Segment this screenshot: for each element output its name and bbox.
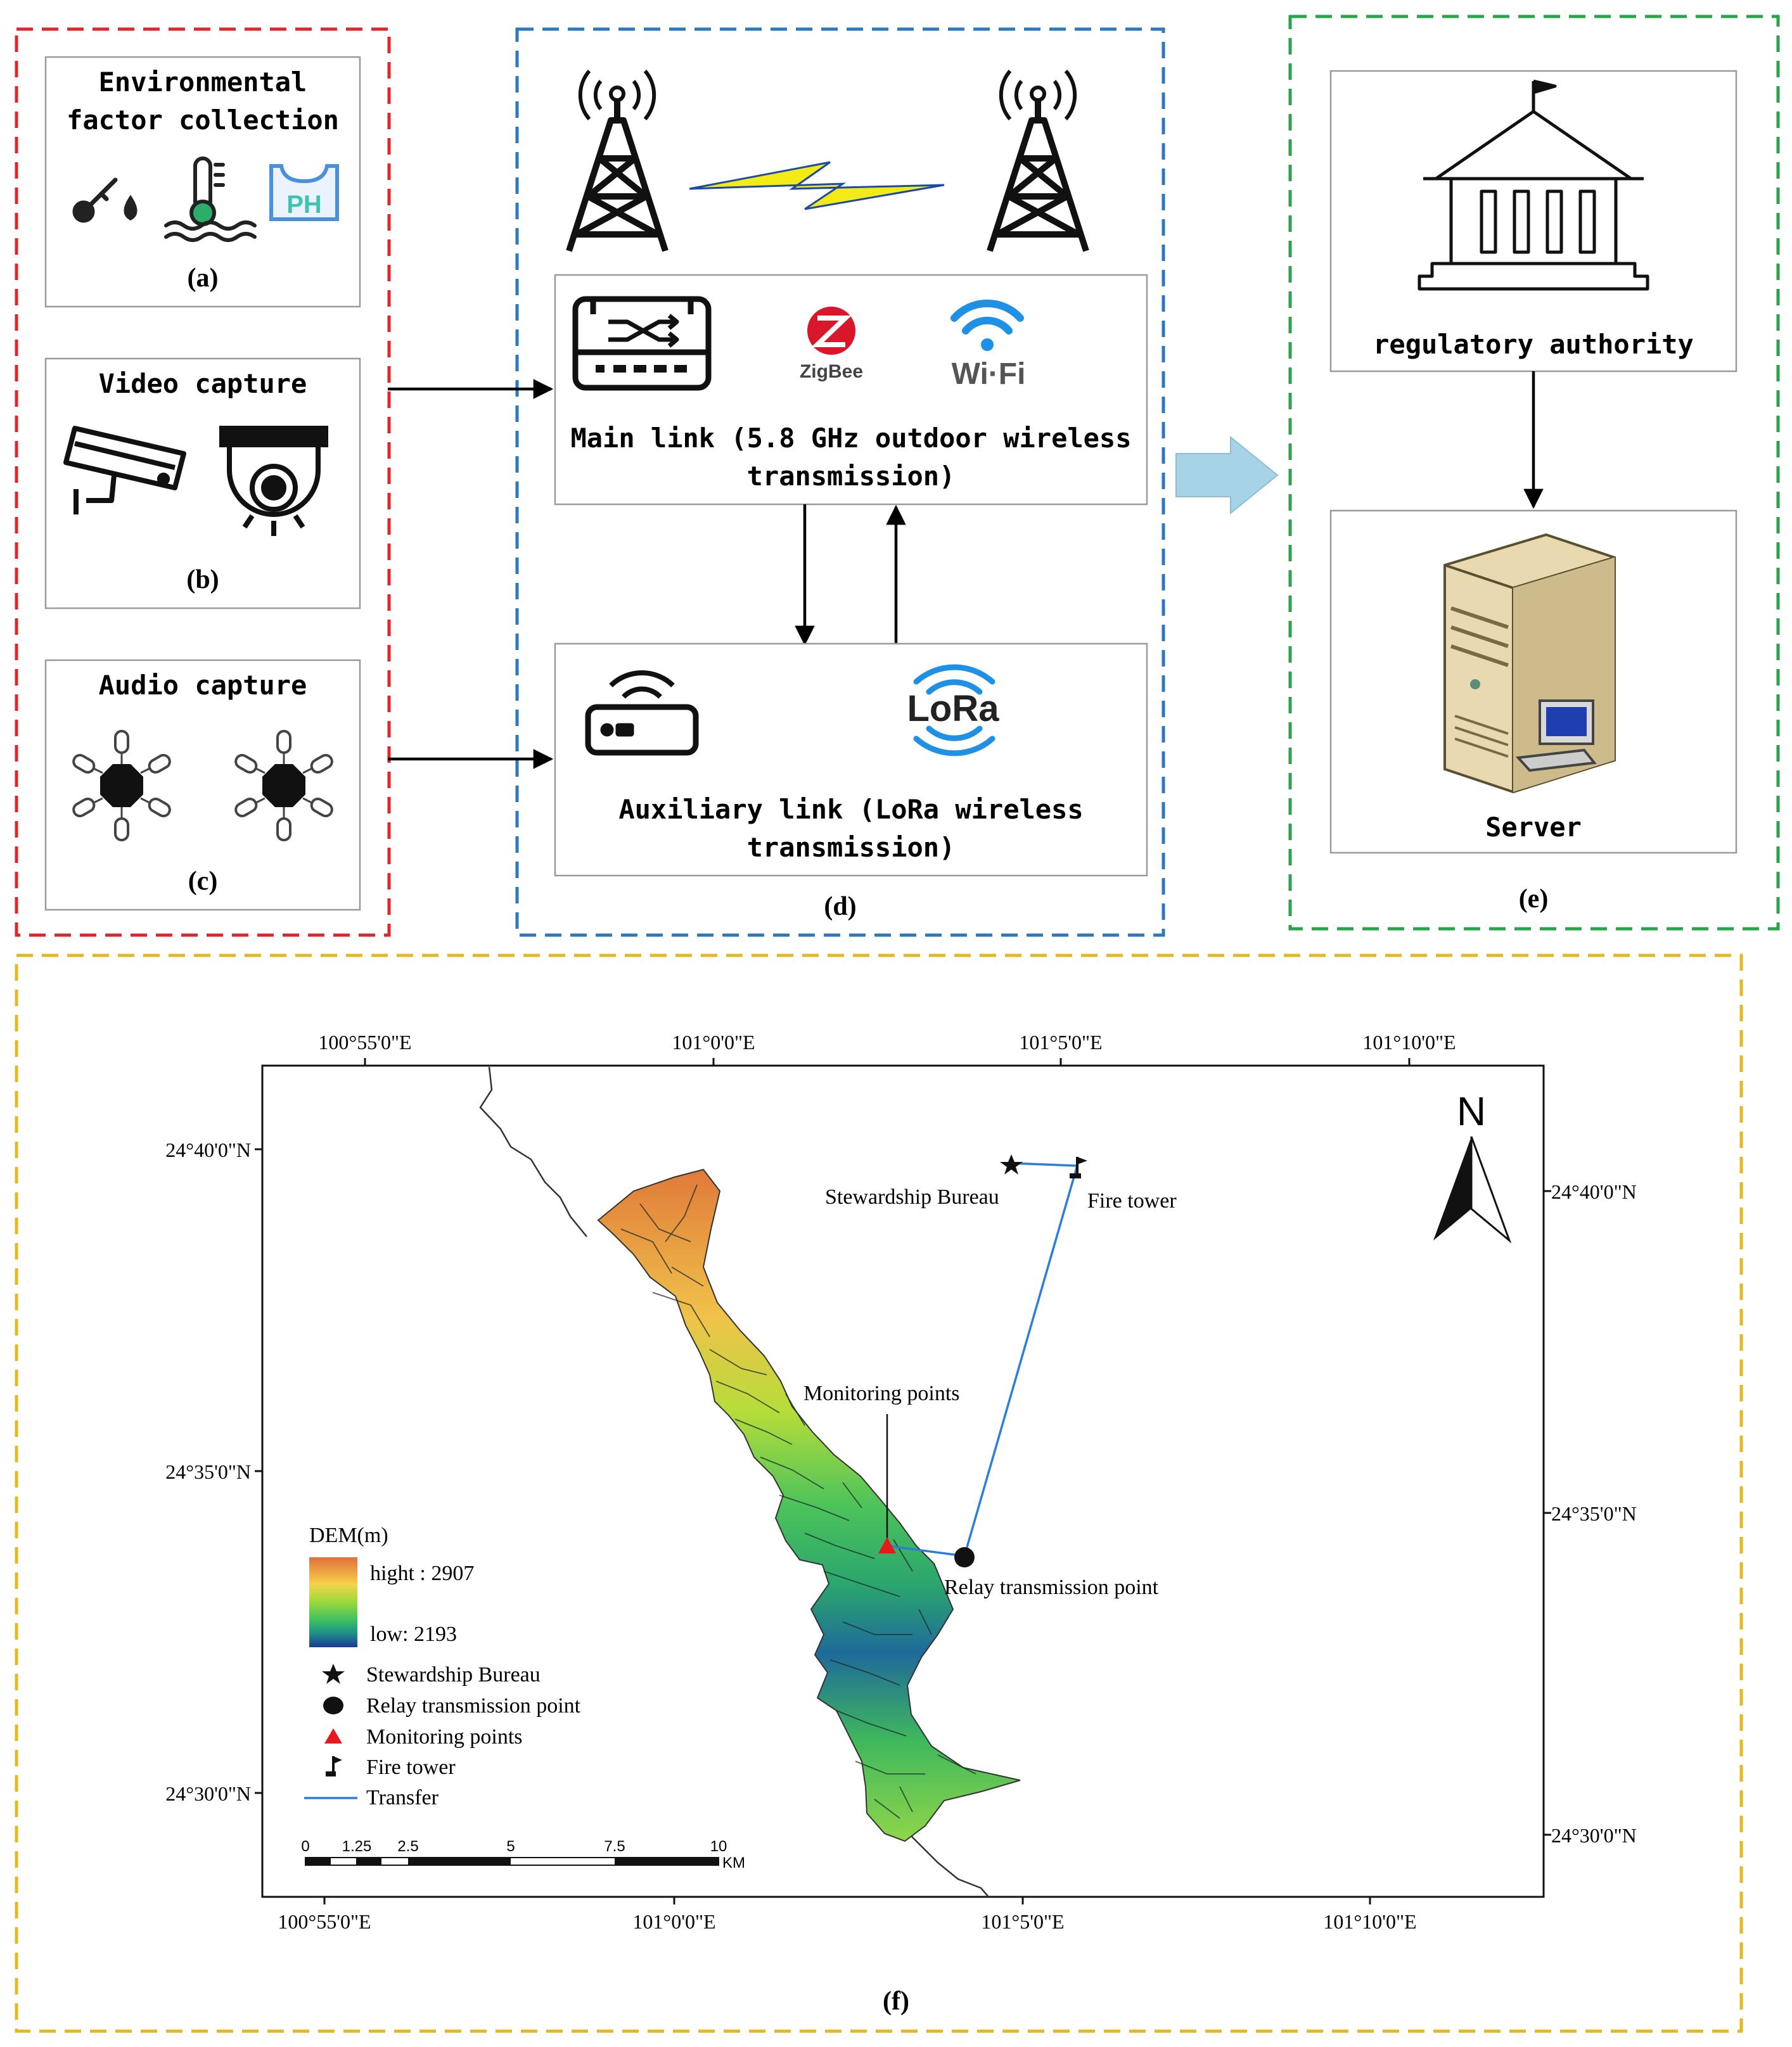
transmission-tower-icon	[987, 70, 1089, 252]
panel-b-caption: (b)	[186, 565, 219, 594]
top-longitude-label: 101°5'0"E	[1019, 1031, 1102, 1054]
router-icon	[585, 670, 699, 756]
panel-d-caption: (d)	[824, 892, 856, 921]
bottom-longitude-label: 101°5'0"E	[981, 1910, 1064, 1933]
lora-label: LoRa	[907, 688, 1000, 729]
aux-link-label-line1: Auxiliary link (LoRa wireless	[618, 794, 1083, 825]
main-link-label-line2: transmission)	[747, 461, 956, 492]
zigbee-icon: ZigBee	[800, 307, 863, 382]
left-latitude-label: 24°40'0"N	[165, 1138, 251, 1161]
panel-f-caption: (f)	[883, 1987, 909, 2016]
network-switch-icon	[572, 296, 712, 391]
ph-sensor-icon: PH	[269, 164, 339, 221]
panel-a-title-line1: Environmental	[99, 67, 307, 98]
panel-a-caption: (a)	[188, 264, 219, 293]
panel-e-caption: (e)	[1519, 884, 1549, 914]
flow-arrow-to-management	[1175, 435, 1279, 515]
legend-item-label: Fire tower	[366, 1756, 456, 1779]
bullet-camera-icon	[63, 426, 186, 514]
panel-b-box	[44, 357, 361, 609]
top-longitude-label: 100°55'0"E	[318, 1031, 411, 1054]
top-longitude-label: 101°0'0"E	[672, 1031, 755, 1054]
microphone-array-icon	[234, 730, 333, 841]
scale-unit-label: KM	[722, 1854, 745, 1872]
fire-tower-marker	[1070, 1157, 1087, 1178]
ph-icon-text: PH	[286, 191, 322, 219]
water-temperature-icon	[164, 156, 257, 242]
transmission-tower-icon	[566, 70, 669, 252]
dome-camera-icon	[219, 426, 328, 536]
north-arrow-icon	[1433, 1136, 1512, 1244]
authority-label: regulatory authority	[1373, 329, 1694, 360]
legend-item-label: Relay transmission point	[366, 1694, 581, 1718]
panel-c-box	[44, 659, 361, 911]
authority-box	[1329, 70, 1738, 373]
right-latitude-label: 24°35'0"N	[1551, 1502, 1637, 1525]
wifi-label: Wi·Fi	[952, 357, 1026, 391]
scale-tick-label: 5	[506, 1838, 515, 1855]
group-frame-sensing	[15, 27, 391, 937]
legend-low-label: low: 2193	[370, 1623, 457, 1646]
lora-icon: LoRa	[907, 664, 1000, 756]
aux-link-box	[554, 642, 1148, 877]
government-building-icon	[1418, 79, 1649, 291]
microphone-array-icon	[72, 730, 171, 841]
bottom-longitude-label: 101°0'0"E	[632, 1910, 715, 1933]
legend-star-symbol	[322, 1664, 345, 1684]
top-longitude-label: 101°10'0"E	[1362, 1031, 1456, 1054]
bottom-longitude-label: 100°55'0"E	[278, 1910, 371, 1933]
aux-link-label-line2: transmission)	[747, 832, 956, 863]
legend-triangle-symbol	[324, 1728, 342, 1744]
server-label: Server	[1485, 812, 1582, 843]
group-frame-map	[15, 953, 1743, 2033]
legend-title: DEM(m)	[309, 1524, 388, 1547]
group-frame-transmission	[515, 27, 1165, 937]
stewardship-bureau-marker	[1000, 1154, 1023, 1175]
thermometer-drop-icon	[72, 177, 138, 223]
legend-flag-symbol	[326, 1756, 342, 1776]
legend-color-ramp	[309, 1557, 357, 1647]
legend-item-label: Transfer	[366, 1786, 439, 1809]
left-latitude-label: 24°35'0"N	[165, 1460, 251, 1483]
transfer-line	[886, 1162, 1079, 1557]
monitoring-point-marker	[878, 1537, 896, 1553]
scale-bar	[305, 1857, 719, 1866]
group-frame-management	[1288, 15, 1780, 931]
right-latitude-label: 24°30'0"N	[1551, 1824, 1637, 1847]
panel-a-title-line2: factor collection	[67, 105, 339, 136]
panel-b-title: Video capture	[99, 368, 307, 399]
panel-c-caption: (c)	[188, 867, 218, 896]
server-computer-icon	[1443, 533, 1616, 794]
map-ticks	[255, 1058, 1551, 1904]
scale-tick-label: 10	[710, 1838, 727, 1855]
drainage-network	[620, 1184, 976, 1819]
panel-c-title: Audio capture	[99, 670, 307, 701]
legend-circle-symbol	[323, 1697, 343, 1714]
legend-item-label: Stewardship Bureau	[366, 1663, 541, 1687]
scale-tick-label: 1.25	[342, 1838, 372, 1855]
left-latitude-label: 24°30'0"N	[165, 1782, 251, 1805]
relay-point-marker	[954, 1547, 975, 1567]
scale-tick-label: 0	[301, 1838, 309, 1855]
fire-tower-label: Fire tower	[1087, 1189, 1177, 1213]
bottom-longitude-label: 101°10'0"E	[1323, 1910, 1416, 1933]
wireless-bolt-icon	[689, 161, 945, 210]
main-link-label-line1: Main link (5.8 GHz outdoor wireless	[570, 423, 1131, 454]
legend-item-label: Monitoring points	[366, 1725, 523, 1749]
legend-high-label: hight : 2907	[370, 1562, 474, 1585]
scale-tick-label: 7.5	[604, 1838, 625, 1855]
zigbee-label: ZigBee	[800, 361, 863, 382]
north-label: N	[1457, 1088, 1486, 1134]
monitoring-label: Monitoring points	[803, 1382, 960, 1405]
wifi-icon: Wi·Fi	[950, 299, 1026, 391]
relay-label: Relay transmission point	[944, 1576, 1159, 1599]
stewardship-label: Stewardship Bureau	[825, 1185, 999, 1209]
scale-tick-label: 2.5	[397, 1838, 418, 1855]
right-latitude-label: 24°40'0"N	[1551, 1180, 1637, 1203]
